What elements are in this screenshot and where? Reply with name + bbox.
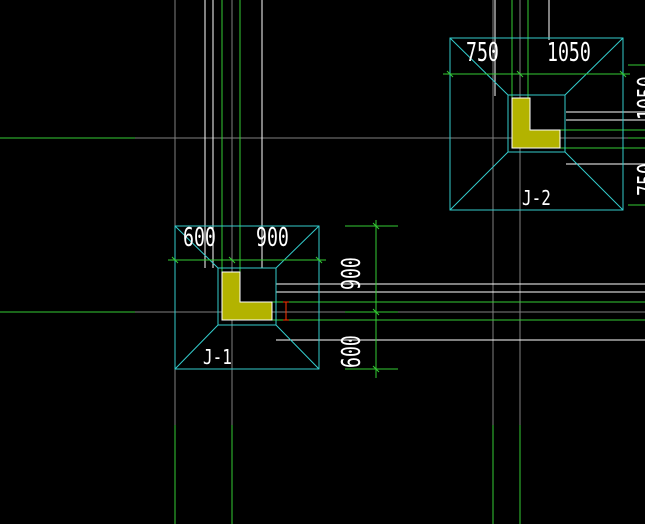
footing-j1[interactable]: 600 900 900 600 J-1 [168, 220, 398, 378]
footing-j1-slope-br [275, 324, 320, 370]
footing-j2-slope-bl [449, 151, 509, 211]
dim-j2-top-2: 1050 [547, 38, 591, 68]
footing-j2-dim-side [628, 64, 645, 206]
footing-j2-outline [449, 37, 624, 211]
footing-j1-slope-tl [174, 225, 219, 269]
dim-tick-j2-b [516, 70, 524, 78]
footing-j2-slope-tr [564, 37, 624, 96]
footing-j2-outer [449, 37, 624, 211]
footing-j1-dim-side [345, 220, 398, 378]
footing-j1-slope-bl [174, 324, 219, 370]
dim-tick-j1-b [228, 256, 236, 264]
footing-j2-slope-tl [449, 37, 509, 96]
footing-j1-slope-tr [275, 225, 320, 269]
dim-tick-j1-f [372, 365, 380, 373]
footing-j1-outer [174, 225, 320, 370]
footing-j1-dim-top [168, 256, 326, 264]
dim-j2-top-1: 750 [466, 38, 499, 68]
footing-j2-label: J-2 [522, 187, 551, 210]
dim-j1-side-2: 600 [337, 335, 367, 368]
footing-j1-outline [174, 225, 320, 370]
footing-j1-label: J-1 [203, 346, 232, 369]
rebar-lines [204, 0, 645, 341]
dim-tick-j1-a [171, 256, 179, 264]
dim-j2-side-1: 1050 [633, 76, 645, 120]
footing-j2-dim-top [443, 70, 630, 78]
dim-j1-top-1: 600 [183, 223, 216, 253]
footing-j2[interactable]: 750 1050 1050 750 J-2 [443, 37, 645, 211]
footing-j2-inner [507, 94, 566, 153]
column-j2-lshape[interactable] [511, 97, 561, 149]
footing-j2-slope-br [564, 151, 624, 211]
column-j1-lshape[interactable] [221, 271, 273, 321]
dim-j1-top-2: 900 [256, 223, 289, 253]
dim-tick-j2-c [619, 70, 627, 78]
dim-j2-side-2: 750 [633, 163, 645, 196]
marker-j1 [283, 301, 289, 321]
dim-tick-j1-d [372, 222, 380, 230]
dim-tick-j2-a [446, 70, 454, 78]
dim-j1-side-1: 900 [337, 257, 367, 290]
footing-j1-inner [217, 267, 277, 326]
dim-tick-j1-c [315, 256, 323, 264]
dim-tick-j1-e [372, 308, 380, 316]
